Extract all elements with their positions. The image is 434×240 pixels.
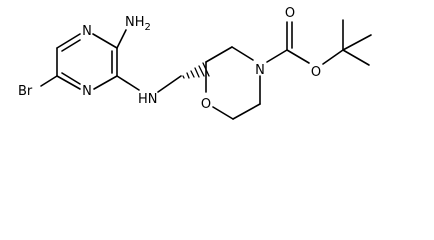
chemical-structure-diagram: N NH2 N Br HN O N O O: [18, 6, 372, 120]
atom-n-pyrazine-bottom: N: [82, 84, 92, 99]
wedge-hash: [194, 67, 200, 78]
wedge-hash: [182, 75, 185, 79]
wedge-hash: [198, 65, 205, 77]
bond-c-to-nh2: [116, 29, 127, 49]
bond-ch-to-n-top-inner: [61, 39, 81, 52]
atom-n-pyrazine-top: N: [82, 24, 92, 39]
atom-ester-o: O: [311, 65, 321, 80]
pyrazine-ring: [56, 33, 118, 90]
wedge-hash: [190, 70, 195, 78]
atom-ring-o: O: [201, 97, 211, 112]
bond-tbu-c-to-methyl-bottom: [342, 49, 370, 66]
bond-n-to-carbonyl-c: [266, 49, 288, 63]
atom-ring-n: N: [255, 63, 265, 78]
bond-c-to-br: [40, 75, 58, 87]
atom-bromo: Br: [18, 84, 33, 99]
bond-n4-to-c5: [232, 103, 261, 120]
bond-ring-n-top-to-c-nh2: [92, 33, 118, 49]
atom-linker-nh: HN: [138, 92, 158, 107]
bond-c3-to-n4: [231, 46, 254, 61]
stereo-hashed-wedge: [182, 62, 210, 79]
bond-n-bottom-to-c-br: [56, 75, 81, 90]
bond-c-nh-to-n-bottom: [93, 75, 118, 90]
bond-nh-to-ch2: [157, 75, 182, 93]
morpholine-ring: [205, 46, 261, 120]
bond-ch-to-n-top: [56, 33, 81, 49]
atom-carbonyl-o: O: [285, 6, 295, 21]
bond-ester-o-to-tbu-c: [322, 49, 344, 65]
bond-tbu-c-to-methyl-right: [342, 34, 372, 51]
wedge-hash: [186, 72, 190, 79]
atom-amino: NH2: [125, 15, 151, 33]
bond-carbonyl-c-to-ester-o: [286, 49, 310, 64]
bond-c5-to-c6: [212, 106, 234, 120]
bond-c-br-to-n-bottom-inner: [61, 72, 81, 85]
bond-c2-to-c3: [205, 46, 233, 63]
bond-c-to-linker-nh: [116, 75, 140, 91]
